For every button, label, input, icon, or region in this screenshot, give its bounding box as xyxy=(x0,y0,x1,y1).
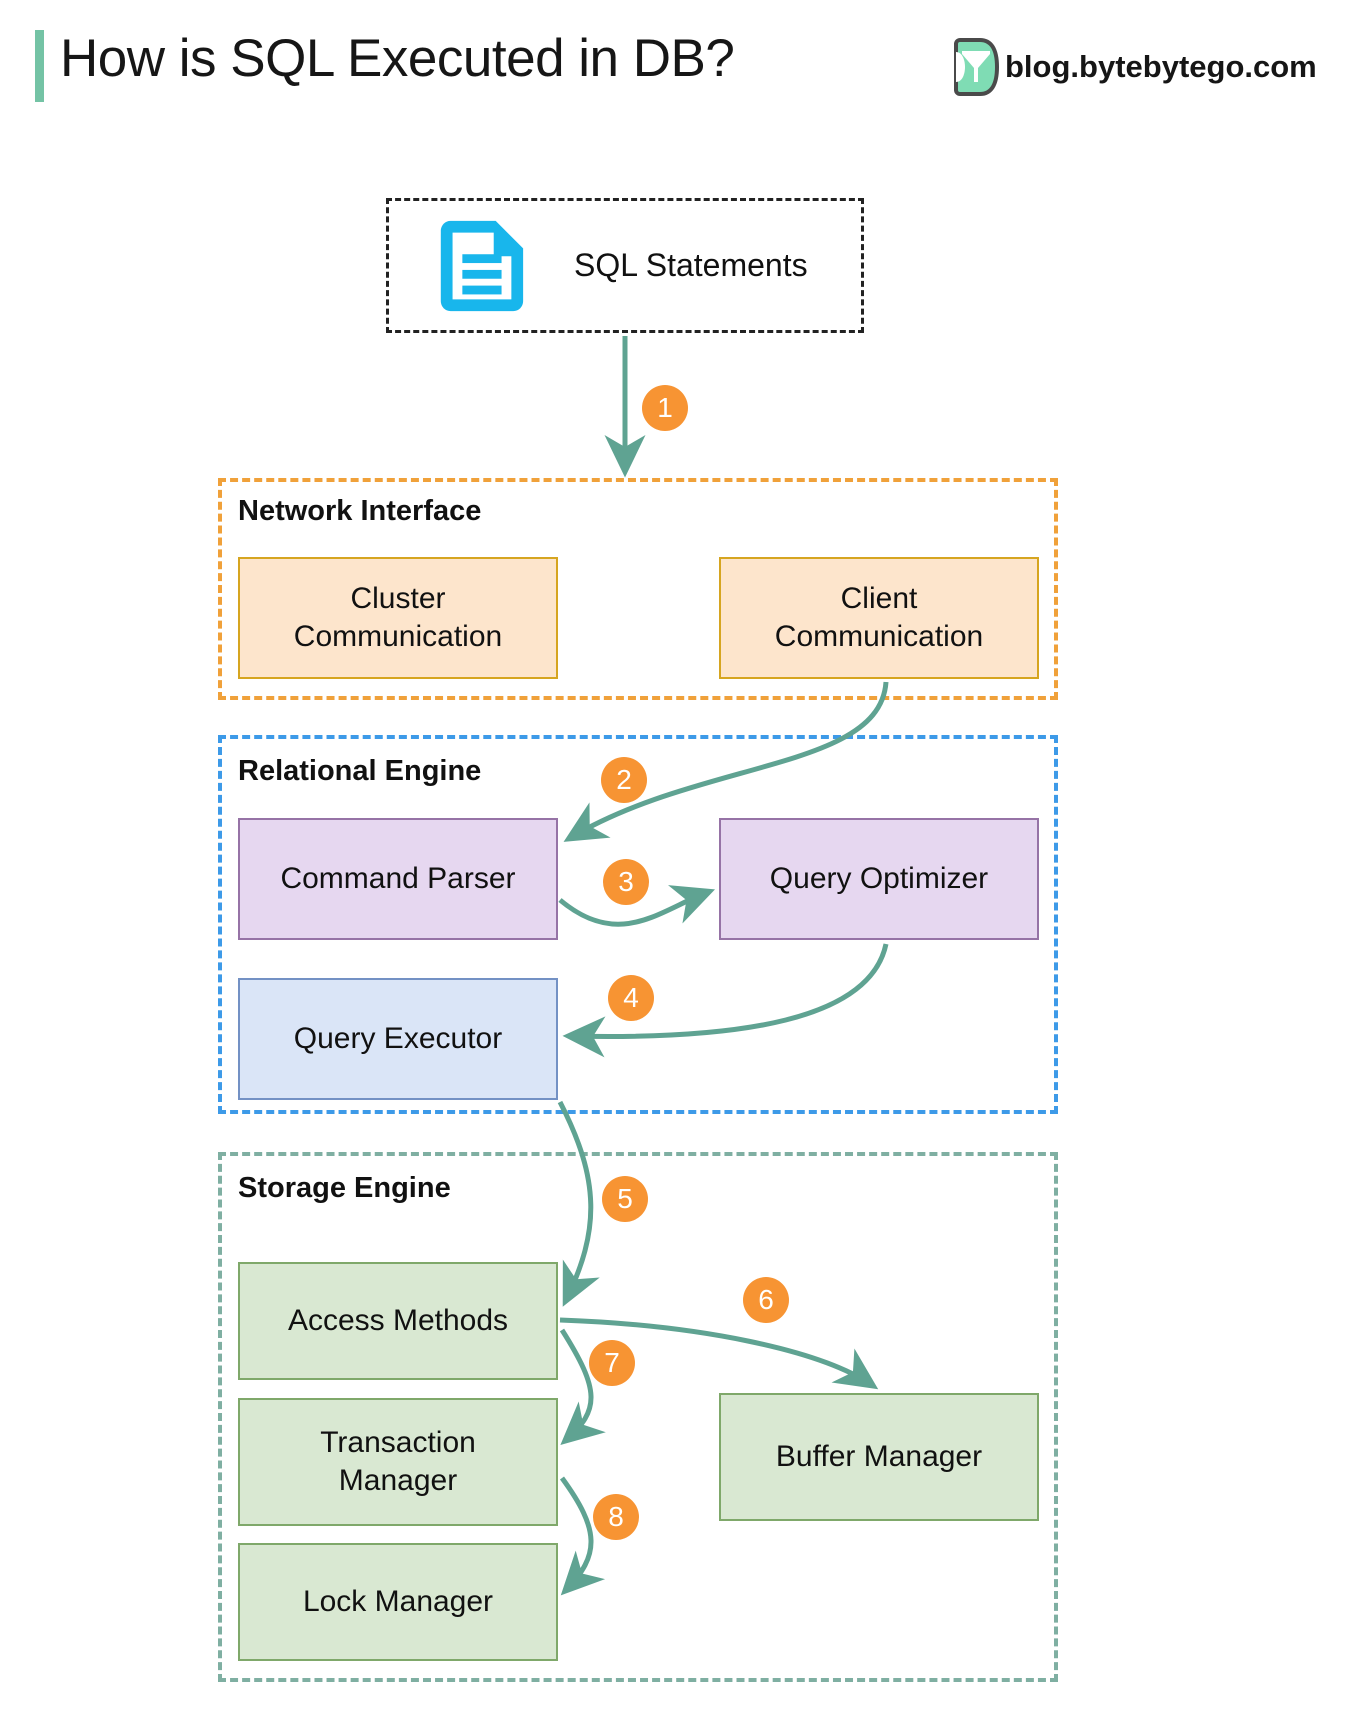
title-accent-bar xyxy=(35,30,44,102)
page-title: How is SQL Executed in DB? xyxy=(60,29,735,88)
step-badge-4: 4 xyxy=(608,975,654,1021)
sql-statements-label: SQL Statements xyxy=(574,247,808,283)
header: How is SQL Executed in DB? blog.bytebyte… xyxy=(0,0,1358,130)
group-title-storage-engine: Storage Engine xyxy=(238,1172,451,1204)
step-badge-8: 8 xyxy=(593,1494,639,1540)
node-client-communication[interactable]: Client Communication xyxy=(719,557,1039,679)
step-badge-2: 2 xyxy=(601,757,647,803)
node-query-executor[interactable]: Query Executor xyxy=(238,978,558,1100)
step-badge-6: 6 xyxy=(743,1277,789,1323)
group-title-relational-engine: Relational Engine xyxy=(238,755,482,787)
step-badge-3: 3 xyxy=(603,859,649,905)
node-lock-manager[interactable]: Lock Manager xyxy=(238,1543,558,1661)
bytebytego-logo-icon xyxy=(954,38,1000,96)
node-access-methods[interactable]: Access Methods xyxy=(238,1262,558,1380)
node-command-parser[interactable]: Command Parser xyxy=(238,818,558,940)
step-badge-7: 7 xyxy=(589,1340,635,1386)
node-transaction-manager[interactable]: Transaction Manager xyxy=(238,1398,558,1526)
step-badge-5: 5 xyxy=(602,1176,648,1222)
brand: blog.bytebytego.com xyxy=(952,38,1317,96)
node-query-optimizer[interactable]: Query Optimizer xyxy=(719,818,1039,940)
brand-text: blog.bytebytego.com xyxy=(1005,49,1317,84)
node-cluster-communication[interactable]: Cluster Communication xyxy=(238,557,558,679)
group-title-network-interface: Network Interface xyxy=(238,495,482,527)
sql-statements-box[interactable]: SQL Statements xyxy=(386,198,864,333)
step-badge-1: 1 xyxy=(642,385,688,431)
document-icon xyxy=(440,220,524,311)
node-buffer-manager[interactable]: Buffer Manager xyxy=(719,1393,1039,1521)
group-storage-engine xyxy=(218,1152,1058,1682)
